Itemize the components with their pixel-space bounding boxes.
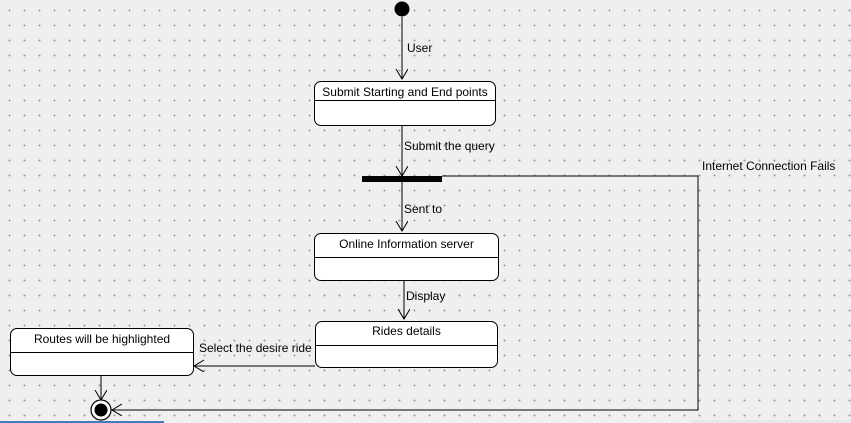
window-bottom-edge [0,421,164,423]
state-rides-details[interactable]: Rides details [315,321,498,368]
state-online-server-label: Online Information server [315,234,498,258]
label-display: Display [406,289,446,303]
initial-node[interactable] [394,1,410,17]
final-node[interactable] [90,399,112,421]
label-internet-fails: Internet Connection Fails [702,159,836,173]
state-online-server[interactable]: Online Information server [314,233,499,281]
state-submit-points[interactable]: Submit Starting and End points [314,81,496,126]
label-user: User [407,41,433,55]
label-select-ride: Select the desire ride [199,341,312,355]
label-submit-query: Submit the query [404,139,495,153]
fork-bar[interactable] [362,176,442,182]
transition-internet-fails-line[interactable] [112,175,699,410]
state-submit-points-label: Submit Starting and End points [315,82,495,101]
state-routes-highlighted-label: Routes will be highlighted [11,329,193,353]
state-routes-highlighted[interactable]: Routes will be highlighted [10,328,194,376]
label-sent-to: Sent to [404,202,443,216]
window-bottom-edge-right [692,420,851,423]
state-rides-details-label: Rides details [316,322,497,346]
